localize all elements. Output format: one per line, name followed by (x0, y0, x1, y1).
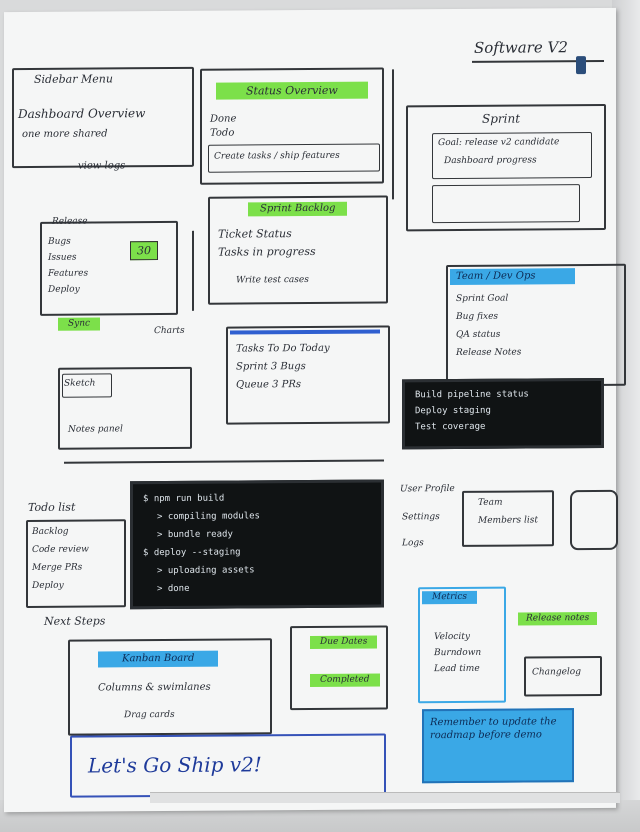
left-widget-item-3: Deploy (48, 284, 80, 295)
top-right-line2: Dashboard progress (444, 155, 537, 167)
whiteboard: Software V2 Sidebar Menu Dashboard Overv… (4, 7, 626, 813)
table-row-0: Tasks To Do Today (236, 342, 330, 355)
dark-right-line1: Build pipeline status (415, 389, 529, 401)
right-blue-line-0: Sprint Goal (456, 293, 509, 304)
left-notes-item-2: Merge PRs (32, 562, 83, 573)
right-panel-small-title: Team (478, 497, 503, 508)
dark-right-line2: Deploy staging (415, 405, 491, 417)
top-left-title: Sidebar Menu (34, 72, 113, 86)
right-blue-line-1: Bug fixes (456, 311, 499, 322)
terminal-line-3: $ deploy --staging (143, 547, 241, 559)
top-middle-line1: Done (210, 113, 237, 125)
connector-3 (64, 459, 384, 464)
left-notes-item-0: Backlog (32, 526, 69, 537)
small-card-b: Settings (402, 512, 440, 523)
right-blue-header: Team / Dev Ops (450, 268, 576, 286)
bottom-blue-header: Metrics (422, 590, 477, 605)
bottom-right-line: Changelog (532, 667, 581, 678)
terminal-panel: $ npm run build > compiling modules > bu… (130, 479, 384, 610)
left-widget-item-2: Features (48, 268, 89, 279)
whiteboard-tray (150, 792, 620, 803)
right-blue-line-2: QA status (456, 329, 501, 340)
top-middle-line2: Todo (210, 127, 235, 139)
top-right-line1: Goal: release v2 candidate (438, 137, 560, 149)
left-notes-item-3: Deploy (32, 580, 64, 591)
small-card-c: Logs (402, 538, 424, 549)
top-right-label: Sprint (482, 111, 521, 126)
top-middle-footer: Create tasks / ship features (214, 150, 340, 162)
small-card-a: User Profile (400, 483, 455, 495)
header-signature: Software V2 (474, 38, 568, 57)
bottom-left-line: Columns & swimlanes (98, 681, 211, 694)
top-left-line1: Dashboard Overview (18, 106, 146, 122)
center-line1: Ticket Status (218, 227, 292, 241)
right-blue-line-3: Release Notes (456, 347, 522, 358)
table-row-2: Queue 3 PRs (236, 379, 302, 391)
center-line2: Tasks in progress (218, 244, 316, 259)
mid-left-title: Sketch (64, 378, 96, 389)
left-notes-footer: Next Steps (44, 614, 106, 628)
left-widget-item-1: Issues (48, 252, 77, 263)
device-sketch (570, 489, 618, 551)
dark-panel-right: Build pipeline status Deploy staging Tes… (402, 377, 604, 450)
left-widget-title: Release (52, 216, 88, 227)
terminal-line-2: > bundle ready (157, 529, 233, 541)
top-left-footer: view logs (78, 160, 126, 172)
center-footer: Write test cases (236, 275, 309, 286)
left-widget-count: 30 (130, 241, 158, 261)
bottom-blue-line-0: Velocity (434, 631, 470, 643)
terminal-line-0: $ npm run build (143, 493, 225, 505)
table-row-1: Sprint 3 Bugs (236, 361, 306, 373)
right-panel-small-line: Members list (478, 515, 538, 526)
bottom-right-tag: Release notes (518, 611, 598, 626)
dark-right-line3: Test coverage (415, 421, 486, 433)
bottom-mid-tag1: Due Dates (310, 635, 378, 649)
top-left-line2: one more shared (22, 128, 108, 141)
bottom-blue-line-2: Lead time (434, 663, 480, 675)
left-notes-title: Todo list (28, 500, 76, 514)
left-notes-item-1: Code review (32, 544, 89, 555)
bottom-blue-line-1: Burndown (434, 647, 482, 659)
connector-1 (392, 69, 394, 200)
mid-left-tag: Charts (154, 325, 185, 337)
top-right-inner2 (432, 184, 580, 224)
connector-2 (192, 230, 194, 311)
table-card (226, 325, 390, 425)
mid-left-line: Notes panel (68, 424, 123, 435)
terminal-line-4: > uploading assets (157, 565, 255, 577)
board-clip-icon (576, 56, 586, 75)
bottom-left-tag: Kanban Board (98, 650, 219, 668)
left-widget-badge: Sync (58, 317, 101, 331)
terminal-line-5: > done (157, 583, 190, 595)
wall (612, 0, 640, 832)
left-widget-item-0: Bugs (48, 236, 71, 247)
bottom-right-blue-note: Remember to update the roadmap before de… (422, 708, 574, 784)
terminal-line-1: > compiling modules (157, 511, 260, 523)
bottom-mid-tag2: Completed (310, 673, 380, 687)
bottom-banner-text: Let's Go Ship v2! (88, 752, 262, 778)
center-tag: Sprint Backlog (248, 201, 348, 217)
top-middle-tag: Status Overview (216, 81, 368, 100)
bottom-left-footer: Drag cards (124, 709, 175, 721)
